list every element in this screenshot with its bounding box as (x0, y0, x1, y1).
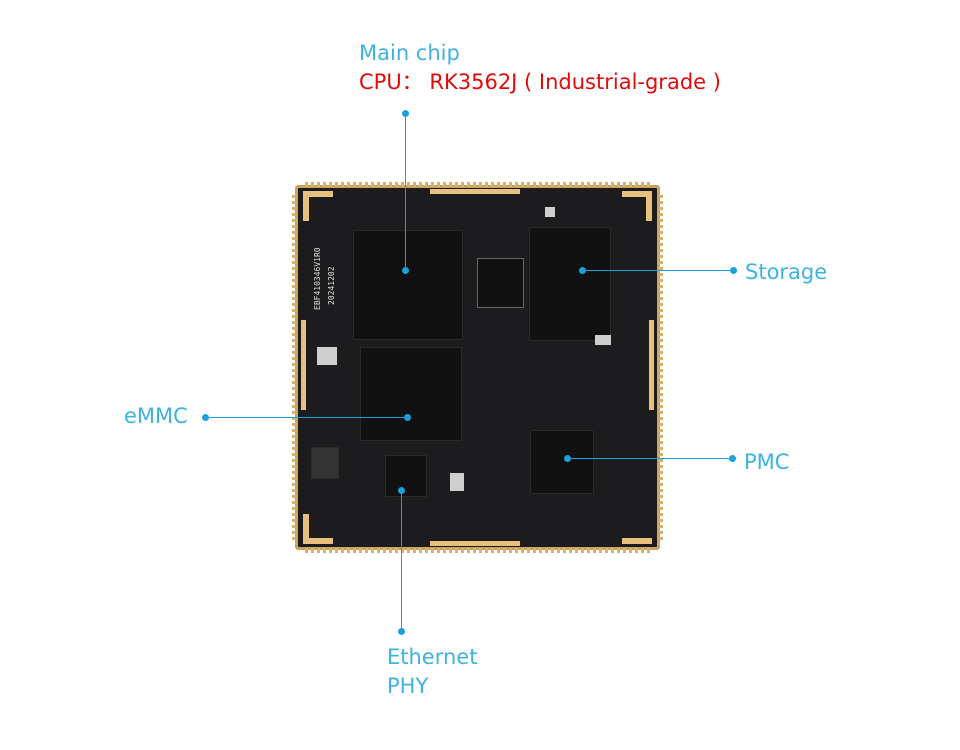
pmc-chip (530, 430, 594, 494)
cpu-label: CPU： RK3562J ( Industrial-grade ) (359, 70, 721, 94)
emmc-label: eMMC (124, 404, 188, 428)
main-chip (353, 230, 463, 340)
storage-chip (529, 227, 611, 341)
ethernet-dot-end (398, 628, 405, 635)
pmc-label: PMC (744, 450, 790, 474)
main-chip-dot (402, 267, 409, 274)
silkscreen-id: EBF410346V1R0 (313, 247, 322, 310)
silkscreen-date: 20241202 (327, 266, 336, 305)
pmc-dot-end (729, 455, 736, 462)
storage-label: Storage (745, 260, 828, 284)
core-board-image: EBF410346V1R0 20241202 (292, 182, 663, 553)
emmc-dot (404, 414, 411, 421)
storage-dot-end (730, 267, 737, 274)
ethernet-phy-chip (385, 455, 427, 497)
emmc-chip (360, 347, 462, 441)
ethernet-label-line1: Ethernet (387, 645, 478, 669)
main-chip-label: Main chip (359, 41, 460, 65)
ethernet-label-line2: PHY (387, 674, 429, 698)
